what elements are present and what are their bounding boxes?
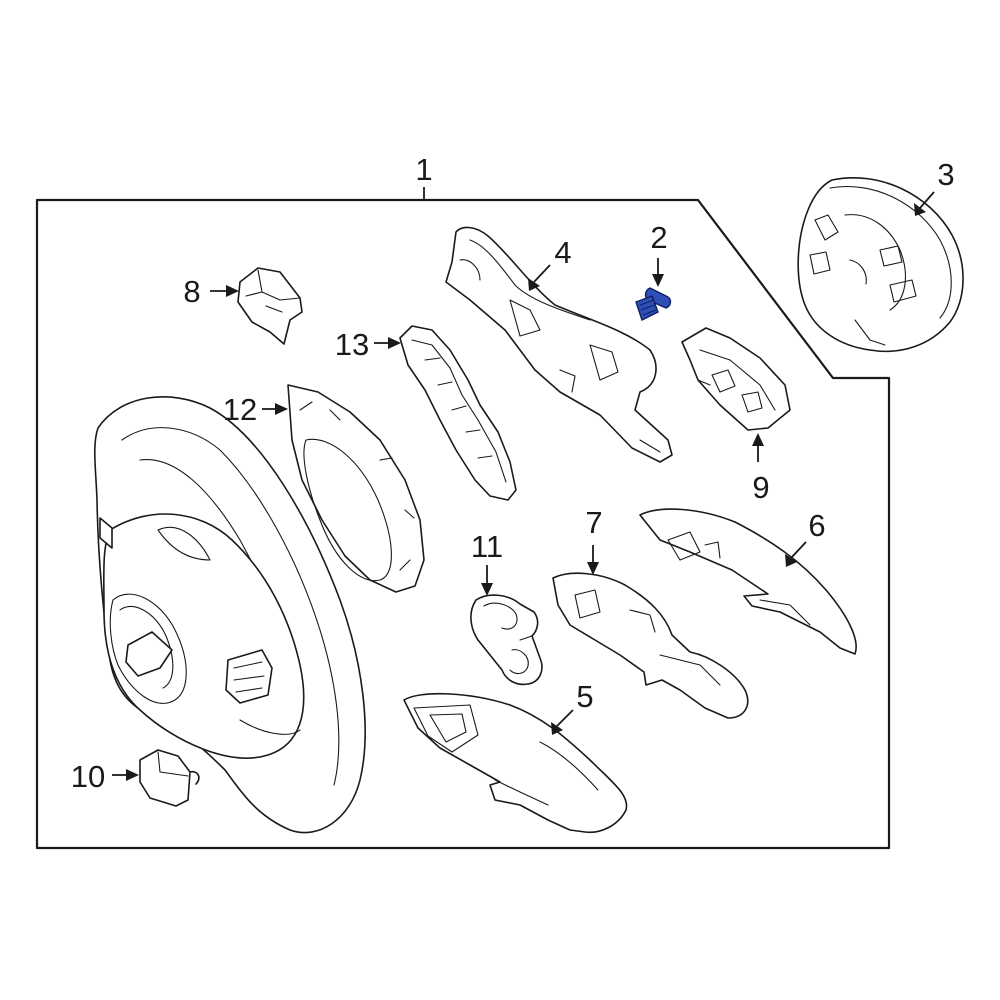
callout-13: 13	[335, 327, 369, 362]
trim-cover-part-4[interactable]	[445, 226, 673, 463]
callout-6: 6	[808, 508, 825, 543]
bolt-part-2[interactable]	[635, 287, 672, 321]
arrowhead-2	[652, 274, 664, 287]
arrowhead-9	[752, 433, 764, 446]
callout-1: 1	[415, 152, 432, 187]
assembly-outline	[35, 198, 891, 850]
clip-part-10[interactable]	[139, 749, 200, 807]
callout-11: 11	[471, 529, 503, 564]
arrowhead-5	[551, 722, 563, 735]
callout-10: 10	[71, 759, 105, 794]
trim-cover-part-7[interactable]	[552, 572, 749, 719]
callout-7: 7	[585, 505, 602, 540]
leader-4	[533, 264, 551, 283]
frame-part-12[interactable]	[287, 384, 425, 593]
switch-module-part-9[interactable]	[681, 327, 791, 431]
arrowhead-6	[785, 554, 797, 567]
airbag-module-part-3[interactable]	[797, 176, 964, 353]
clockspring-part-11[interactable]	[470, 594, 543, 686]
leader-6	[790, 541, 807, 559]
leader-5	[556, 709, 574, 727]
callout-8: 8	[183, 274, 200, 309]
arrowhead-12	[275, 403, 288, 415]
bracket-part-13[interactable]	[399, 325, 517, 501]
steering-wheel[interactable]	[93, 396, 366, 834]
trim-cover-part-5[interactable]	[403, 692, 628, 834]
arrowhead-4	[528, 278, 540, 291]
leader-3	[919, 191, 935, 209]
arrowhead-3	[914, 203, 926, 216]
callout-5: 5	[576, 679, 593, 714]
callout-2: 2	[650, 220, 667, 255]
trim-cover-part-6[interactable]	[639, 508, 857, 655]
switch-part-8[interactable]	[237, 267, 303, 345]
callout-12: 12	[223, 392, 257, 427]
arrowhead-10	[126, 769, 139, 781]
callout-9: 9	[752, 470, 769, 505]
callout-4: 4	[554, 235, 571, 270]
arrowhead-8	[226, 285, 239, 297]
arrowhead-11	[481, 583, 493, 596]
arrowhead-7	[587, 562, 599, 575]
arrowhead-13	[388, 337, 401, 349]
callout-3: 3	[937, 157, 954, 192]
